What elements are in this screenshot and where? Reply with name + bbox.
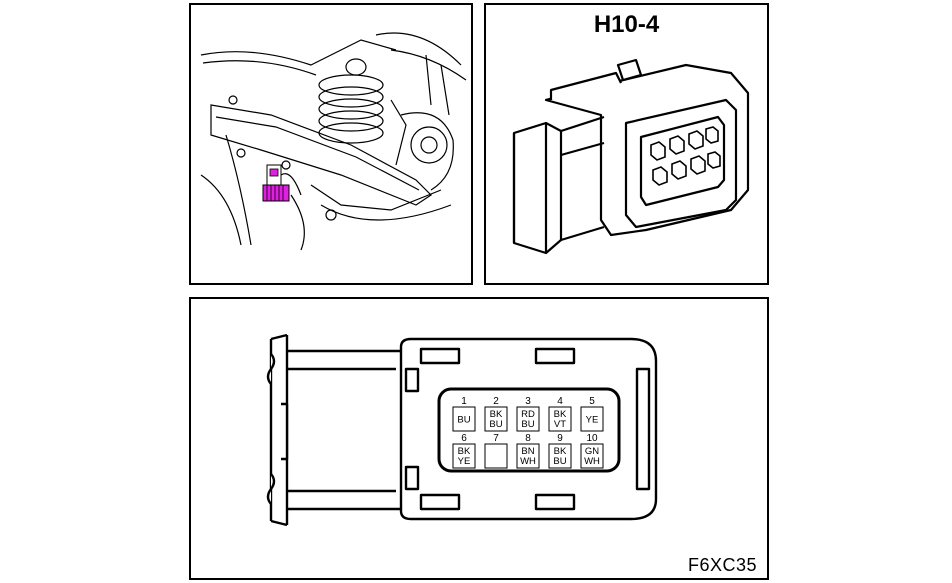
pin-cell (516, 443, 540, 469)
pin-number: 10 (586, 433, 598, 444)
wire-color-label: YE (586, 415, 599, 426)
pin-number: 1 (461, 396, 467, 407)
pin-number: 5 (589, 396, 595, 407)
connector-location-marker (262, 164, 290, 202)
pin-number: 2 (493, 396, 499, 407)
figure-reference: F6XC35 (687, 555, 757, 575)
wire-color-label: WH (584, 456, 600, 467)
wire-color-label: GN (585, 446, 599, 457)
pin-number: 4 (557, 396, 563, 407)
wire-color-label: BK (458, 446, 471, 457)
wire-color-label: BK (490, 409, 503, 420)
pin-5: 5YE (580, 396, 604, 432)
pin-cell (548, 443, 572, 469)
wire-color-label: BK (554, 409, 567, 420)
pin-number: 8 (525, 433, 531, 444)
wire-color-label: BU (457, 415, 470, 426)
wire-color-label: BK (554, 446, 567, 457)
wire-color-label: WH (520, 456, 536, 467)
connector-isometric-drawing (512, 58, 750, 255)
wire-color-label: RD (521, 409, 535, 420)
location-view-panel (189, 3, 473, 285)
pin-number: 7 (493, 433, 499, 444)
pin-cell (516, 406, 540, 432)
pin-cell (484, 406, 508, 432)
connector-label: H10-4 (593, 11, 660, 38)
wire-color-label: BU (489, 419, 502, 430)
wire-color-label: BU (553, 456, 566, 467)
pin-1: 1BU (452, 396, 476, 432)
wire-color-label: VT (554, 419, 566, 430)
pin-7: 7 (484, 433, 508, 469)
pin-number: 3 (525, 396, 531, 407)
connector-view-panel: H10-4 (484, 3, 769, 285)
pin-cell (580, 443, 604, 469)
pin-number: 6 (461, 433, 467, 444)
pin-number: 9 (557, 433, 563, 444)
wire-color-label: BN (521, 446, 534, 457)
suspension-line-drawing (200, 32, 467, 251)
wire-color-label: BU (521, 419, 534, 430)
pin-cell (580, 406, 604, 432)
pin-cell (452, 443, 476, 469)
wire-color-label: YE (458, 456, 471, 467)
pin-cell (452, 406, 476, 432)
pin-cell (548, 406, 572, 432)
pin-cell (484, 443, 508, 469)
